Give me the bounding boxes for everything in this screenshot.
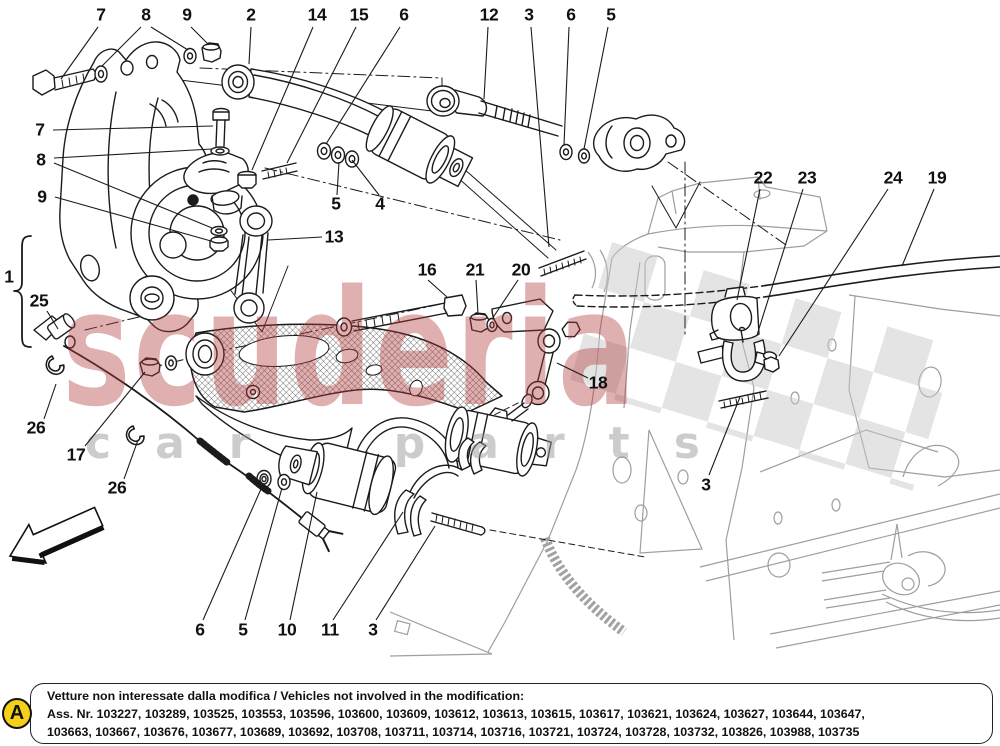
callout-11: 11 [321,619,339,640]
leader-line [286,26,357,164]
modification-badge: A [2,698,32,729]
note-title: Vetture non interessate dalla modifica /… [47,689,525,703]
callout-5: 5 [238,619,248,640]
leader-line [491,279,519,320]
leader-line [248,26,252,65]
leader-line [325,26,401,145]
note-assembly-numbers-2: 103663, 103667, 103676, 103677, 103689, … [47,725,860,739]
leader-line [530,26,550,248]
bolt-16 [335,294,467,337]
bolt-3-bottom [430,512,486,536]
callout-6: 6 [399,4,409,25]
callout-3: 3 [524,4,534,25]
leader-line [708,396,741,476]
leader-lines [43,26,935,621]
callout-17: 17 [66,444,86,465]
leader-line [60,26,99,80]
leader-line [351,159,380,196]
leader-line [53,148,213,159]
callout-3: 3 [701,474,711,495]
callout-8: 8 [141,4,151,25]
leader-line [756,188,804,336]
leader-line [778,188,889,357]
leader-line [46,310,59,330]
vertical-link [233,205,273,324]
callout-1: 1 [4,266,14,287]
leader-line [150,26,189,51]
callout-20: 20 [511,259,531,280]
leader-line [53,162,213,229]
leader-line [483,26,489,100]
fork-bracket [394,437,487,537]
group-brace [13,235,32,348]
callout-4: 4 [375,193,385,214]
leader-line [190,26,209,45]
watermark-brand-2: car parts [85,418,744,469]
callout-5: 5 [331,193,341,214]
callout-21: 21 [465,259,485,280]
leader-line [202,488,262,621]
callout-25: 25 [29,290,49,311]
upper-arm [221,64,474,188]
callout-6: 6 [566,4,576,25]
leader-line [336,161,340,196]
callout-26: 26 [107,477,127,498]
front-arm-bushing [256,442,397,516]
leader-line [267,236,323,241]
callout-5: 5 [606,4,616,25]
callout-19: 19 [927,167,947,188]
callout-10: 10 [277,619,297,640]
abs-sensor-cable [33,313,344,553]
callout-23: 23 [797,167,817,188]
leader-line [244,487,283,621]
leader-line [563,26,570,146]
leader-line [901,188,935,267]
callout-8: 8 [36,149,46,170]
corrugated-hose [540,536,627,637]
toe-link [426,85,686,172]
callout-9: 9 [182,4,192,25]
leader-line [84,371,146,447]
leader-line [583,26,609,150]
stud-3-top [538,250,587,277]
leader-line [54,196,212,242]
callout-15: 15 [349,4,369,25]
leader-line [375,525,436,621]
stabilizer-clamp [697,286,780,409]
callout-9: 9 [37,186,47,207]
callout-7: 7 [96,4,106,25]
upper-fasteners [32,42,360,252]
leader-line [251,26,314,171]
leader-line [289,491,318,621]
direction-arrow [8,506,105,565]
upper-mount-platform [183,151,249,215]
leader-line [736,188,761,301]
watermark-brand: scuderia [62,256,639,442]
leader-line [123,439,139,480]
callout-7: 7 [35,119,45,140]
leader-line [475,279,479,315]
leader-line [101,26,142,67]
leader-line [556,362,589,379]
callout-16: 16 [417,259,437,280]
note-box: Vetture non interessate dalla modifica /… [30,683,993,744]
callout-24: 24 [883,167,903,188]
leader-line [43,383,57,420]
drop-link [491,298,581,422]
callout-26: 26 [26,417,46,438]
callout-13: 13 [324,226,344,247]
callout-22: 22 [753,167,773,188]
note-assembly-numbers-1: Ass. Nr. 103227, 103289, 103525, 103553,… [47,707,865,721]
leader-line [332,511,404,621]
callout-6: 6 [195,619,205,640]
leader-line [427,279,448,298]
callout-2: 2 [246,4,256,25]
callout-14: 14 [307,4,327,25]
callout-3: 3 [368,619,378,640]
callout-18: 18 [588,372,608,393]
callout-12: 12 [479,4,499,25]
leader-line [52,125,214,131]
